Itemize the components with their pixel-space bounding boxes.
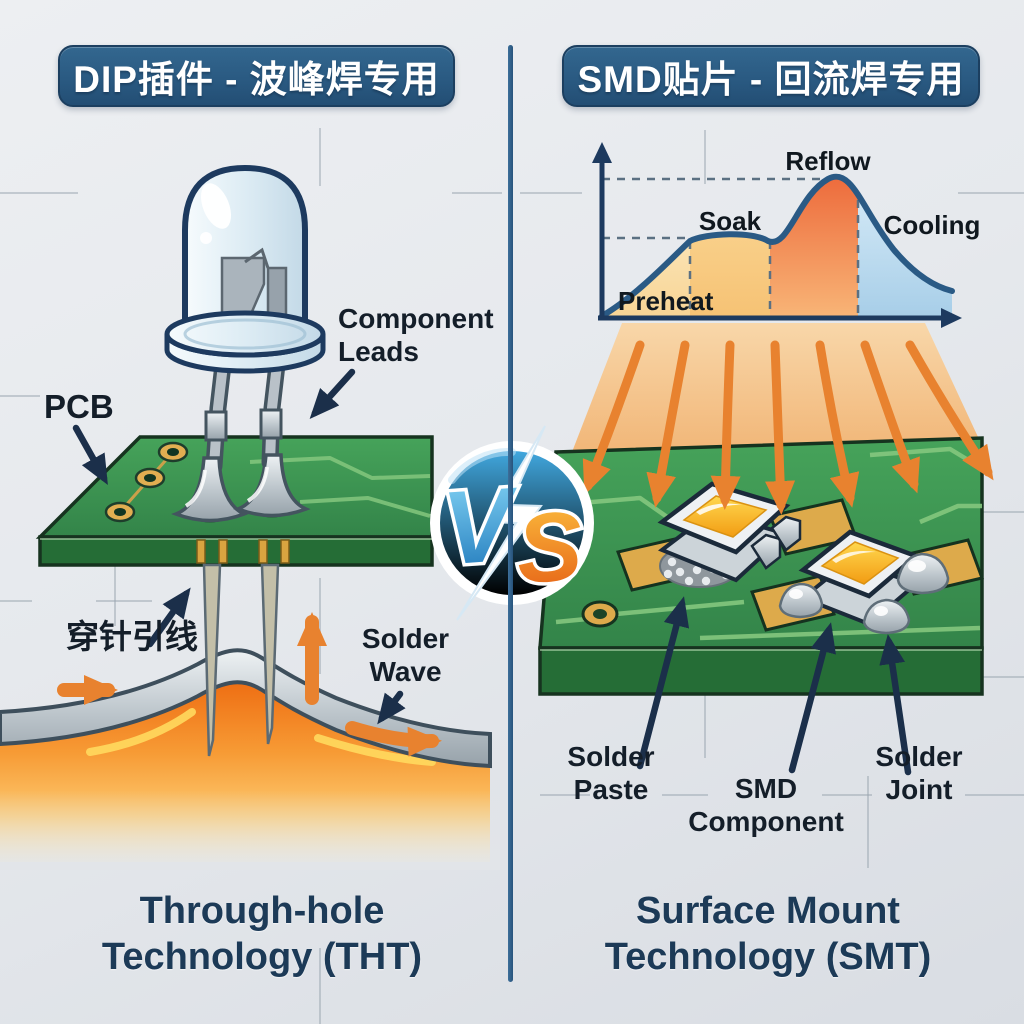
chart-axes xyxy=(592,142,962,328)
tht-label-arrows xyxy=(72,368,406,725)
center-divider xyxy=(508,45,513,982)
tht-board-top xyxy=(35,435,434,539)
heat-arrows xyxy=(582,340,994,515)
smt-via-pad xyxy=(581,600,619,628)
component-leads-graphic xyxy=(204,347,287,475)
wave-fade xyxy=(0,790,500,870)
cooling-label: Cooling xyxy=(883,210,981,240)
tht-pads xyxy=(104,441,189,523)
reflow-curve-area xyxy=(602,176,952,318)
soak-label: Soak xyxy=(698,206,762,236)
tht-solder-fillets xyxy=(171,453,311,523)
reflow-profile-chart xyxy=(592,142,962,328)
reflow-label: Reflow xyxy=(785,146,871,176)
through-pin-label: 穿针引线 xyxy=(66,618,198,655)
tht-title: Through-hole Technology (THT) xyxy=(101,890,423,979)
solder-joint-label: Solder Joint xyxy=(875,741,963,806)
smd-component-1 xyxy=(657,481,802,583)
reflow-temperature-curve xyxy=(599,173,955,319)
header-dip-wave-solder: DIP插件 - 波峰焊专用 xyxy=(58,45,455,107)
solder-joints xyxy=(778,552,950,635)
led-component xyxy=(164,164,326,374)
vs-letter-s: S xyxy=(514,490,585,603)
flow-arrows xyxy=(57,612,442,757)
solder-wave-label: Solder Wave xyxy=(361,623,450,688)
tht-traces xyxy=(249,456,431,518)
preheat-label: Preheat xyxy=(618,286,714,316)
header-left-label: DIP插件 - 波峰焊专用 xyxy=(73,59,440,100)
smt-label-arrows xyxy=(636,596,912,776)
smd-component-label: SMD Component xyxy=(688,773,844,838)
smt-title: Surface Mount Technology (SMT) xyxy=(604,890,932,979)
smt-board xyxy=(538,436,984,696)
wave-glow-right xyxy=(314,734,436,766)
smt-board-front xyxy=(538,646,984,696)
header-right-label: SMD贴片 - 回流焊专用 xyxy=(577,59,965,100)
tht-board-front xyxy=(38,535,434,567)
lead-tips xyxy=(202,563,280,757)
solder-paste-label: Solder Paste xyxy=(567,741,655,806)
pcb-label: PCB xyxy=(44,388,114,425)
header-smd-reflow: SMD贴片 - 回流焊专用 xyxy=(562,45,980,107)
tht-scene xyxy=(0,164,500,870)
wave-glow-left xyxy=(86,708,196,756)
through-hole-barrels xyxy=(196,539,290,564)
reflow-guide-lines xyxy=(602,177,860,318)
component-leads-label: Component Leads xyxy=(338,303,494,368)
